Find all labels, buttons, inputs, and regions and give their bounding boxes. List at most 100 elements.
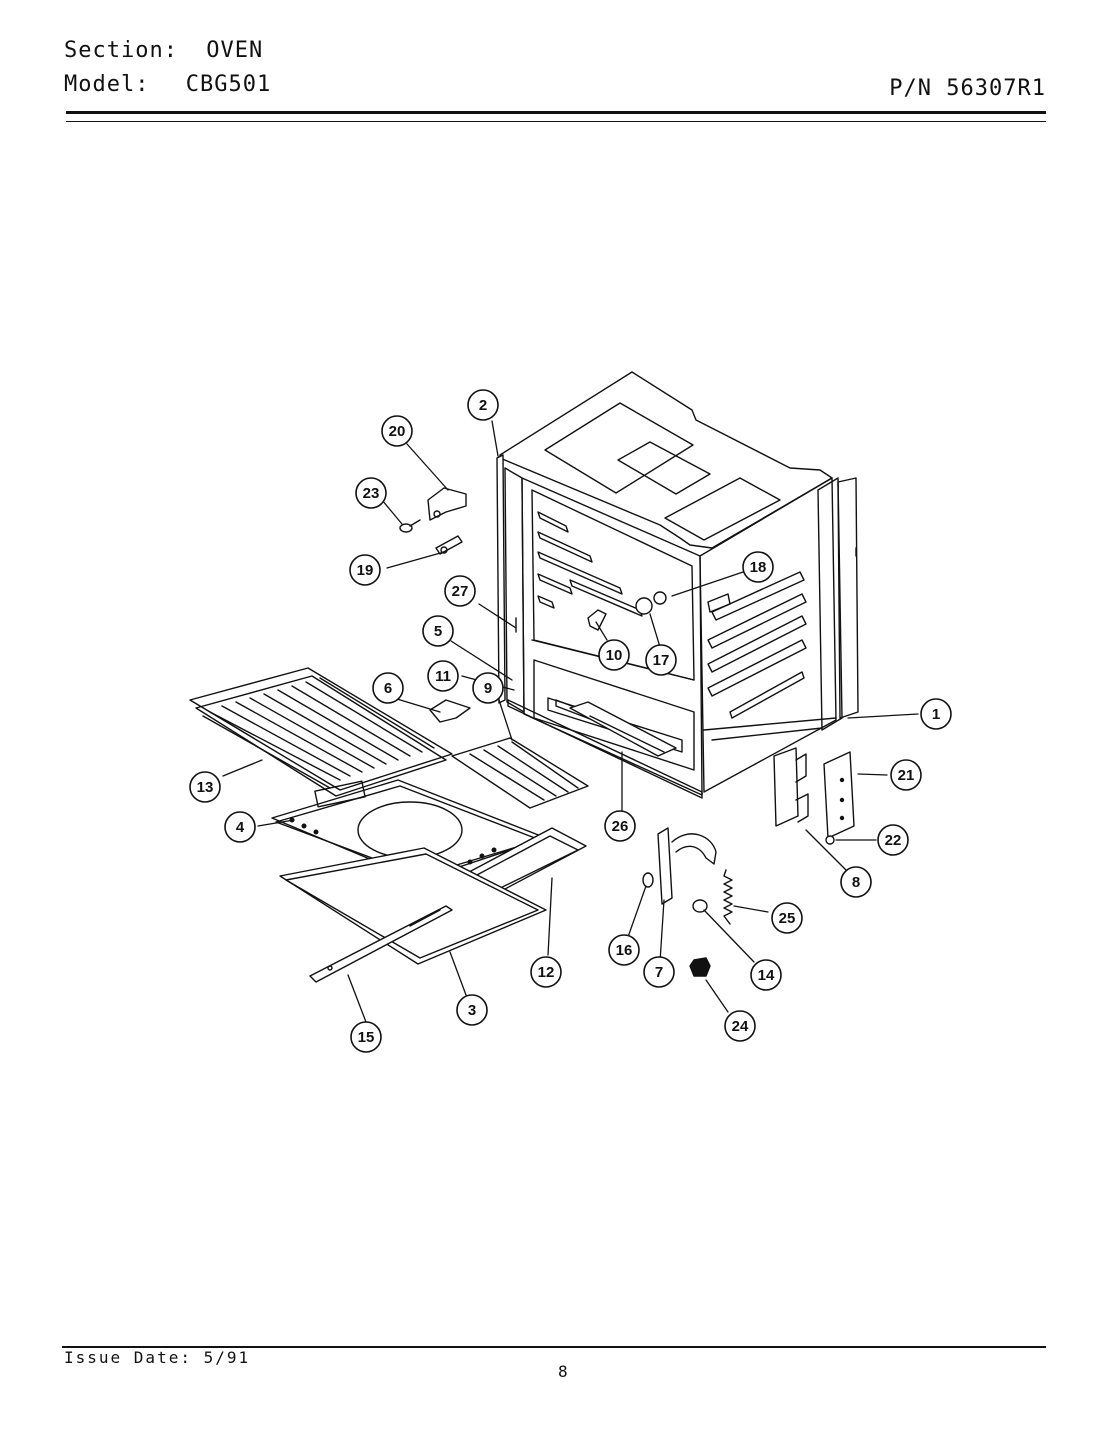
clip-part: [429, 699, 471, 723]
callout-16: 16: [608, 934, 640, 966]
callout-number: 9: [484, 680, 492, 697]
issue-date: Issue Date: 5/91: [64, 1348, 251, 1367]
callout-27: 27: [444, 575, 476, 607]
header-rule-thick: [66, 111, 1046, 114]
callout-circle: [427, 660, 459, 692]
section-value: OVEN: [206, 38, 264, 63]
part-number: P/N 56307R1: [889, 76, 1046, 101]
callout-circle: [350, 1021, 382, 1053]
callout-circle: [750, 959, 782, 991]
callout-circle: [355, 477, 387, 509]
callout-8: 8: [840, 866, 872, 898]
callout-number: 26: [612, 818, 629, 835]
callout-20: 20: [381, 415, 413, 447]
callout-13: 13: [189, 771, 221, 803]
callout-number: 2: [479, 397, 487, 414]
callout-circle: [372, 672, 404, 704]
callout-circle: [598, 639, 630, 671]
callout-number: 5: [434, 623, 442, 640]
callout-circle: [645, 644, 677, 676]
section-label: Section:: [64, 38, 178, 63]
callout-number: 8: [852, 874, 860, 891]
callout-circle: [456, 994, 488, 1026]
callout-number: 1: [932, 706, 940, 723]
callout-circle: [422, 615, 454, 647]
callout-number: 10: [606, 647, 623, 664]
callout-circle: [877, 824, 909, 856]
callout-21: 21: [890, 759, 922, 791]
callout-circle: [530, 956, 562, 988]
callout-number: 23: [363, 485, 380, 502]
callout-5: 5: [422, 615, 454, 647]
callout-10: 10: [598, 639, 630, 671]
oven-rack: [189, 667, 453, 797]
screw-part: [399, 519, 421, 533]
callout-circle: [381, 415, 413, 447]
callout-circle: [444, 575, 476, 607]
callout-circle: [724, 1010, 756, 1042]
oven-light-part: [635, 591, 667, 615]
door-hinge-part: [657, 827, 717, 905]
nut-part: [825, 835, 835, 845]
callout-3: 3: [456, 994, 488, 1026]
callout-number: 11: [435, 668, 451, 685]
oven-burner-part: [569, 701, 677, 757]
leveling-leg-part: [689, 957, 711, 977]
callout-14: 14: [750, 959, 782, 991]
callout-circle: [604, 810, 636, 842]
rack-slide: [309, 905, 453, 983]
callout-11: 11: [427, 660, 459, 692]
callout-18: 18: [742, 551, 774, 583]
callout-number: 20: [389, 423, 406, 440]
cover-plate-part: [823, 751, 855, 839]
callout-number: 7: [655, 964, 663, 981]
bracket-part: [427, 487, 467, 521]
callout-number: 19: [357, 562, 374, 579]
footer-rule: [62, 1346, 1046, 1348]
small-fitting-part: [587, 609, 607, 631]
leader-lines: [222, 420, 919, 1023]
callout-15: 15: [350, 1021, 382, 1053]
callout-number: 25: [779, 910, 796, 927]
model-label: Model:: [64, 72, 150, 97]
callout-circle: [920, 698, 952, 730]
callout-number: 14: [758, 967, 775, 984]
callout-number: 6: [384, 680, 392, 697]
callout-circle: [771, 902, 803, 934]
oven-bottom: [279, 847, 547, 965]
callout-circle: [890, 759, 922, 791]
callout-number: 24: [732, 1018, 749, 1035]
spring-part: [723, 869, 733, 925]
callout-24: 24: [724, 1010, 756, 1042]
igniter-part: [435, 535, 463, 555]
callout-19: 19: [349, 554, 381, 586]
callout-number: 22: [885, 832, 902, 849]
callout-circle: [349, 554, 381, 586]
callout-26: 26: [604, 810, 636, 842]
roller-part: [692, 899, 708, 913]
callout-circle: [189, 771, 221, 803]
hinge-bracket-part: [773, 747, 809, 827]
washer-part: [642, 872, 654, 888]
callout-number: 15: [358, 1029, 375, 1046]
callout-25: 25: [771, 902, 803, 934]
callout-circle: [467, 389, 499, 421]
callout-4: 4: [224, 811, 256, 843]
callout-1: 1: [920, 698, 952, 730]
broiler-insert: [451, 737, 589, 809]
callout-circle: [224, 811, 256, 843]
callout-number: 21: [898, 767, 915, 784]
callout-circle: [472, 672, 504, 704]
callout-number: 16: [616, 942, 633, 959]
callout-17: 17: [645, 644, 677, 676]
callout-9: 9: [472, 672, 504, 704]
callout-6: 6: [372, 672, 404, 704]
callout-group: 1234567891011121314151617181920212223242…: [189, 389, 952, 1053]
model-value: CBG501: [185, 72, 272, 97]
callout-7: 7: [643, 956, 675, 988]
page-number: 8: [558, 1362, 568, 1381]
callout-12: 12: [530, 956, 562, 988]
callout-circle: [643, 956, 675, 988]
callout-number: 13: [197, 779, 214, 796]
